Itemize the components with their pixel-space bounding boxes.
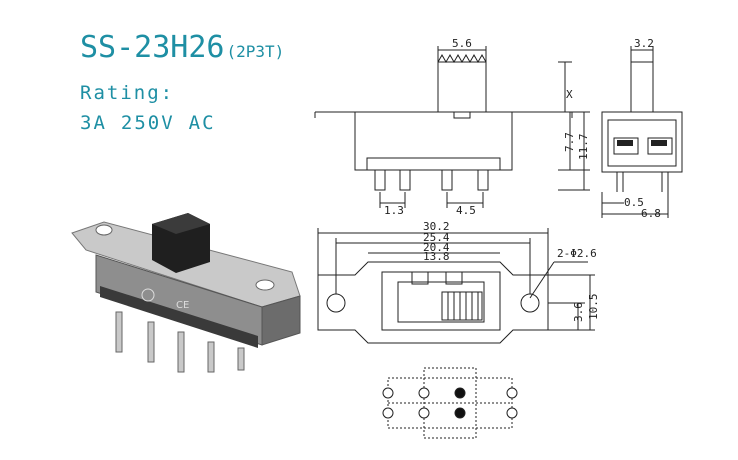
front-view [314, 46, 590, 208]
rating-values: 3A 250V AC [80, 112, 230, 134]
side-view [601, 46, 683, 218]
dim-top-width: 5.6 [452, 37, 472, 50]
rating-voltage: 250V [120, 112, 175, 134]
dim-side-depth: 6.8 [641, 207, 661, 220]
side-contact-right [651, 140, 667, 146]
side-contact-left [617, 140, 633, 146]
variant-label: (2P3T) [226, 42, 285, 61]
dim-slot-len: 13.8 [423, 250, 450, 263]
pin-layout [382, 387, 518, 419]
dim-height-a: 7.7 [563, 132, 576, 152]
dim-hole-spec: 2-Φ2.6 [557, 247, 597, 260]
ce-mark: CE [176, 300, 189, 311]
dim-side-small: 0.5 [624, 196, 644, 209]
dim-body-w: 10.5 [587, 294, 600, 321]
dim-overall-len: 30.2 [423, 220, 450, 233]
top-view [317, 228, 595, 344]
model-number: SS-23H26 [80, 30, 225, 65]
rating-label: Rating: [80, 82, 175, 104]
dim-x-label: X [566, 88, 573, 101]
rating-type: AC [188, 112, 216, 134]
dim-hole-offset: 3.6 [572, 302, 585, 322]
product-title: SS-23H26(2P3T) [80, 30, 284, 65]
dim-body-len: 20.4 [423, 241, 450, 254]
dim-height-b: 11.7 [577, 134, 590, 161]
dim-side-width: 3.2 [634, 37, 654, 50]
switch-photo: CE [71, 213, 301, 373]
dim-pin-pitch: 1.3 [384, 204, 404, 217]
circuit-diagram [387, 367, 513, 439]
dim-mount-pitch: 25.4 [423, 231, 450, 244]
rating-current: 3A [80, 112, 107, 134]
dim-pin-span: 4.5 [456, 204, 476, 217]
